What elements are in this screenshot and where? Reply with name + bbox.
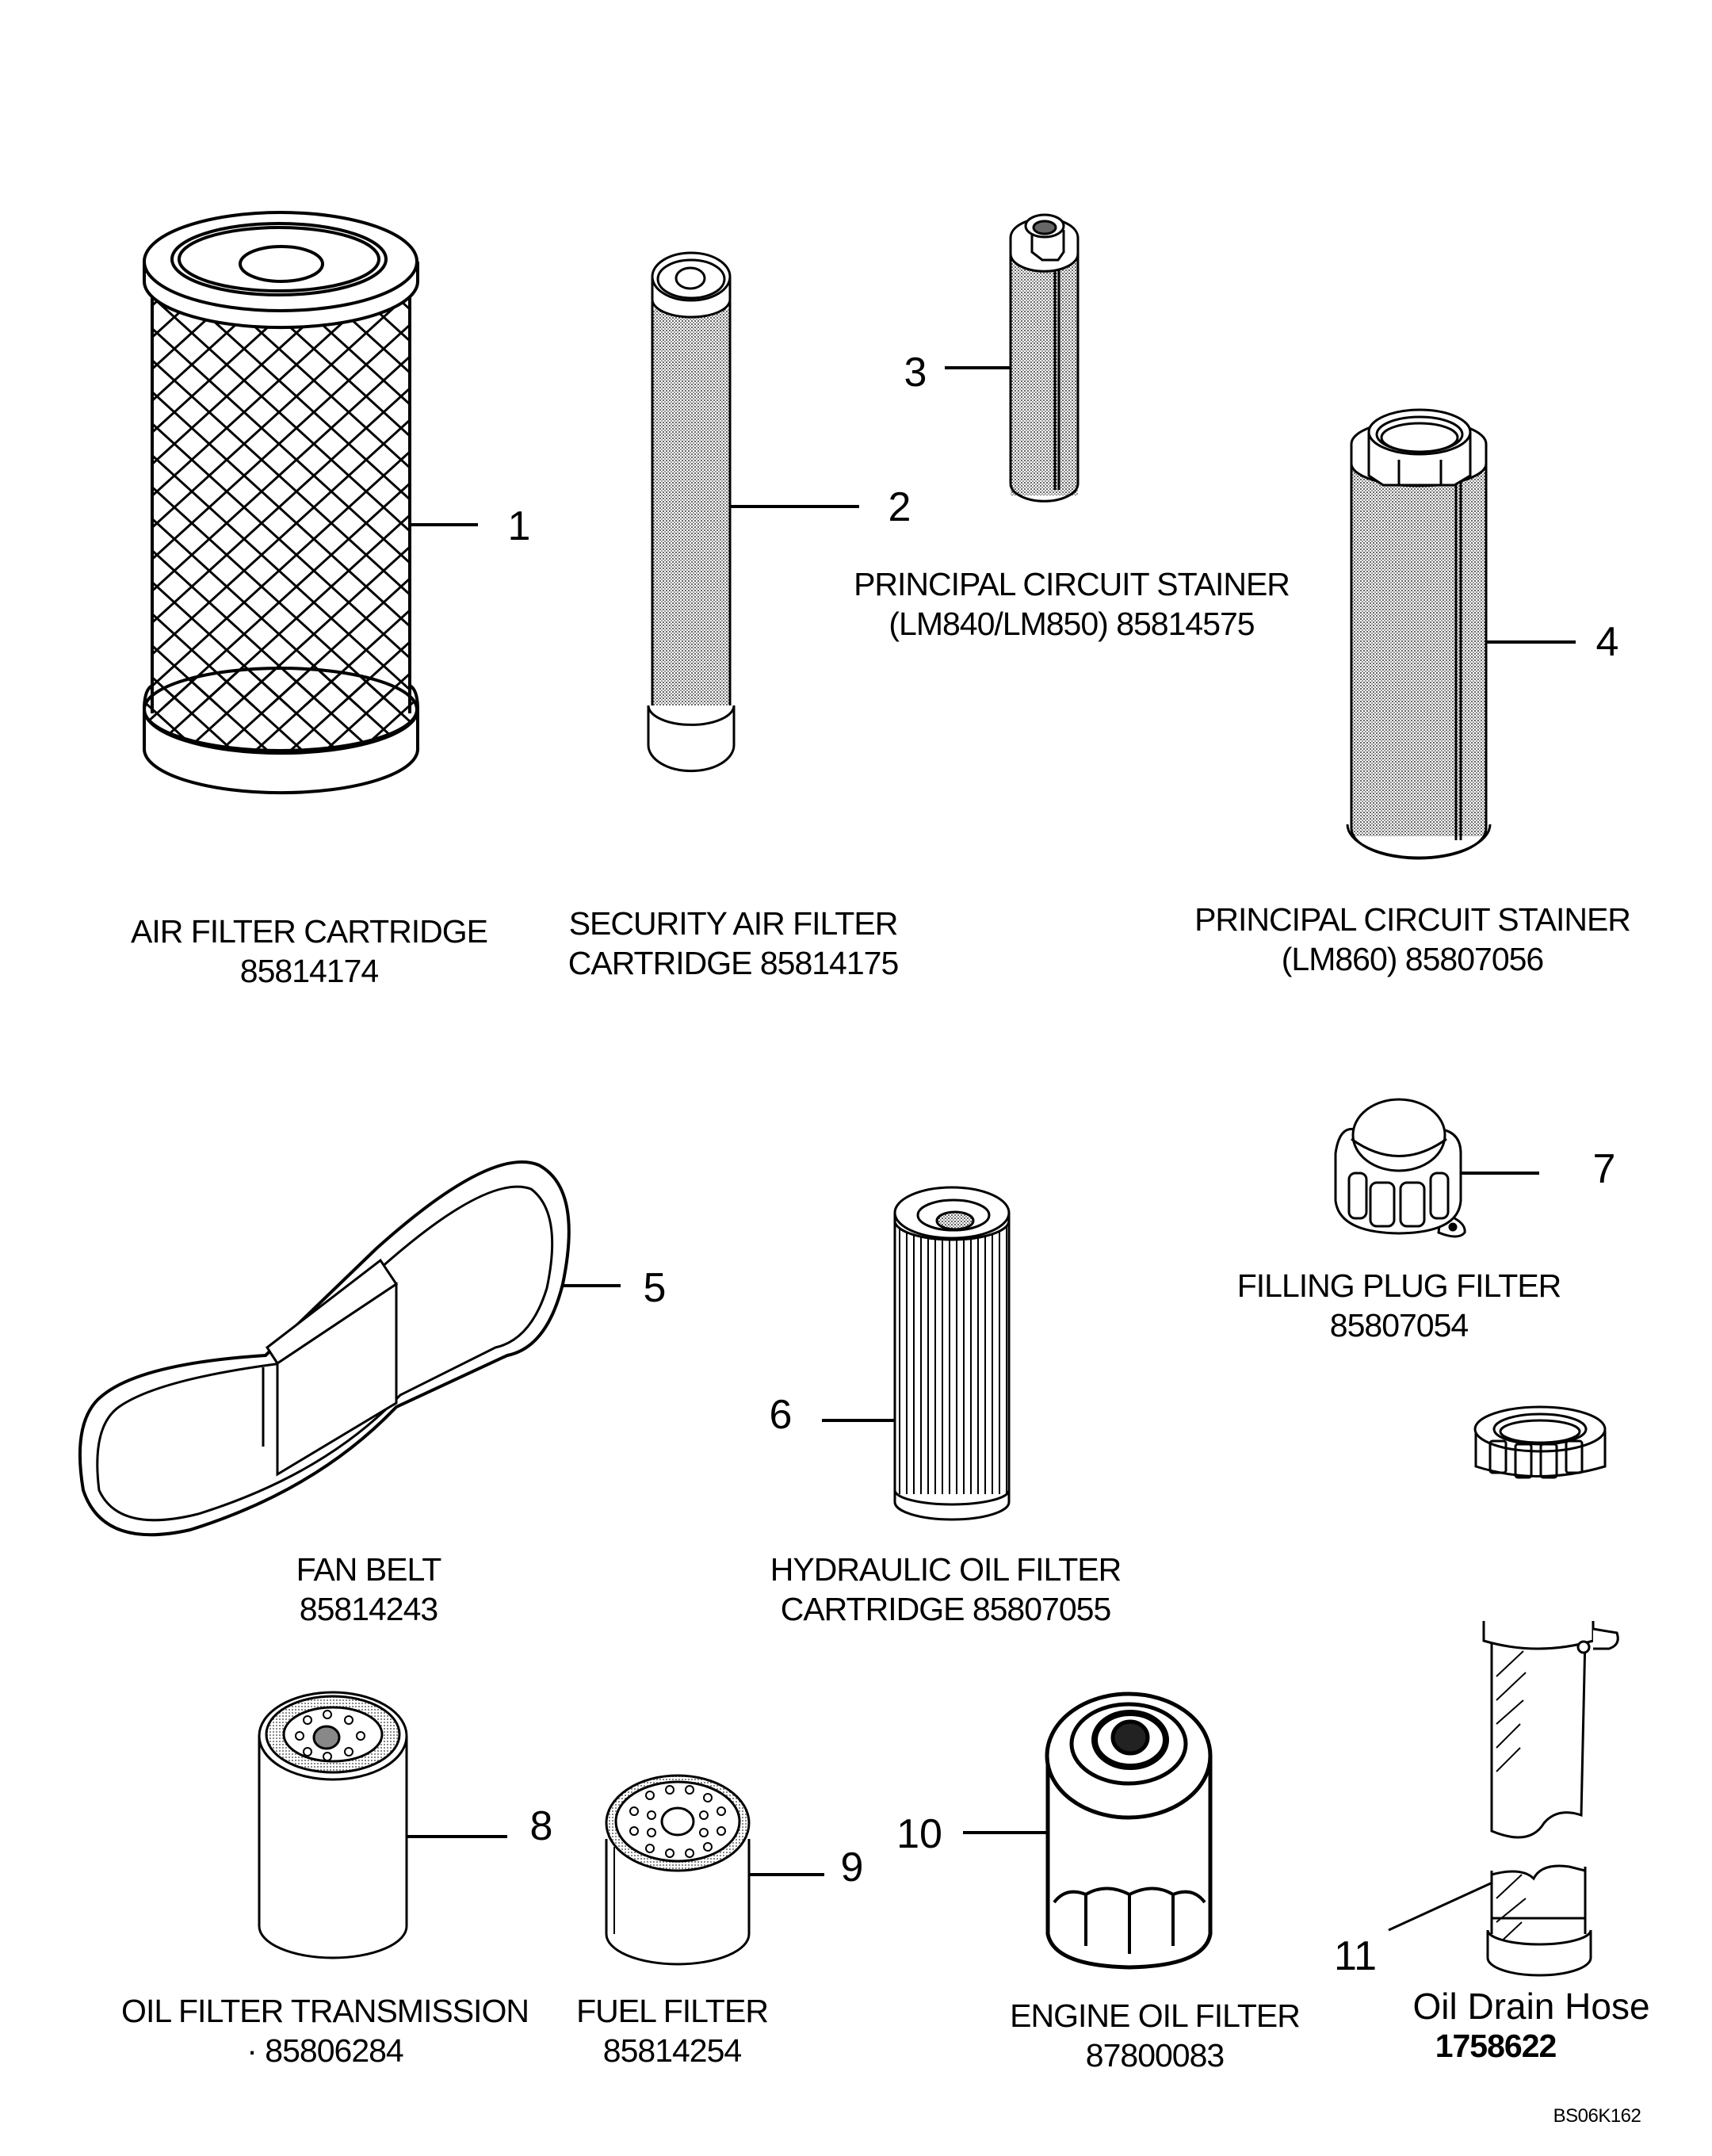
part-number: CARTRIDGE 85807055 <box>780 1591 1112 1627</box>
part-number: 1758622 <box>1435 2028 1557 2064</box>
part-number: 85814174 <box>239 953 379 989</box>
callout-11: 11 <box>1334 1933 1377 1979</box>
oil-filter-transmission-illustration <box>258 1691 408 1959</box>
part-label-security-air-filter: SECURITY AIR FILTER CARTRIDGE 85814175 <box>567 904 900 983</box>
callout-8: 8 <box>529 1803 553 1849</box>
part-number: 87800083 <box>1085 2037 1225 2074</box>
callout-3: 3 <box>904 350 927 396</box>
part-name: SECURITY AIR FILTER <box>568 905 899 942</box>
part-name: FAN BELT <box>296 1551 442 1588</box>
callout-4: 4 <box>1595 619 1619 665</box>
part-label-oil-drain-hose: Oil Drain Hose 1758622 <box>1412 1986 1649 2066</box>
part-name: HYDRAULIC OIL FILTER <box>770 1551 1122 1588</box>
principal-circuit-stainer-large-illustration <box>1346 408 1492 860</box>
part-name: FUEL FILTER <box>576 1993 769 2029</box>
air-filter-cartridge-illustration <box>143 211 419 795</box>
part-label-engine-oil-filter: ENGINE OIL FILTER 87800083 <box>1010 1996 1301 2075</box>
part-number: 85807054 <box>1329 1307 1469 1344</box>
part-number: (LM860) 85807056 <box>1281 941 1544 977</box>
drawing-reference-code: BS06K162 <box>1553 2105 1641 2127</box>
part-number: · 85806284 <box>246 2032 403 2069</box>
part-label-stainer-lm840-lm850: PRINCIPAL CIRCUIT STAINER (LM840/LM850) … <box>854 564 1290 644</box>
callout-7: 7 <box>1592 1146 1616 1192</box>
part-label-fan-belt: FAN BELT 85814243 <box>296 1550 442 1629</box>
fuel-filter-illustration <box>605 1774 751 1966</box>
part-name: PRINCIPAL CIRCUIT STAINER <box>854 566 1290 602</box>
part-name: ENGINE OIL FILTER <box>1010 1997 1301 2034</box>
part-number: (LM840/LM850) 85814575 <box>888 606 1255 642</box>
callout-9: 9 <box>840 1844 864 1890</box>
leader-line-11 <box>1388 1881 1493 1932</box>
part-name: Oil Drain Hose <box>1412 1986 1650 2027</box>
part-name: FILLING PLUG FILTER <box>1236 1267 1562 1304</box>
part-number: 85814254 <box>602 2032 742 2069</box>
part-name: AIR FILTER CARTRIDGE <box>130 913 488 950</box>
part-number: 85814243 <box>299 1591 438 1627</box>
hydraulic-oil-filter-illustration <box>893 1186 1011 1521</box>
part-number: CARTRIDGE 85814175 <box>567 945 900 981</box>
part-name: OIL FILTER TRANSMISSION <box>121 1993 529 2029</box>
engine-oil-filter-illustration <box>1045 1692 1213 1970</box>
oil-drain-hose-illustration <box>1473 1405 1619 1977</box>
principal-circuit-stainer-small-illustration <box>1009 213 1080 503</box>
callout-5: 5 <box>643 1265 667 1311</box>
callout-6: 6 <box>769 1392 793 1438</box>
part-label-hydraulic-oil-filter: HYDRAULIC OIL FILTER CARTRIDGE 85807055 <box>770 1550 1122 1629</box>
callout-2: 2 <box>888 484 911 530</box>
part-name: PRINCIPAL CIRCUIT STAINER <box>1194 901 1631 938</box>
callout-1: 1 <box>507 503 531 549</box>
filling-plug-filter-illustration <box>1334 1098 1466 1238</box>
part-label-stainer-lm860: PRINCIPAL CIRCUIT STAINER (LM860) 858070… <box>1194 900 1631 979</box>
security-air-filter-illustration <box>647 251 736 773</box>
fan-belt-illustration <box>78 1160 571 1537</box>
part-label-fuel-filter: FUEL FILTER 85814254 <box>576 1991 769 2070</box>
part-label-filling-plug-filter: FILLING PLUG FILTER 85807054 <box>1236 1266 1562 1345</box>
part-label-oil-filter-transmission: OIL FILTER TRANSMISSION · 85806284 <box>121 1991 529 2070</box>
part-label-air-filter: AIR FILTER CARTRIDGE 85814174 <box>130 912 488 991</box>
callout-10: 10 <box>896 1811 942 1857</box>
